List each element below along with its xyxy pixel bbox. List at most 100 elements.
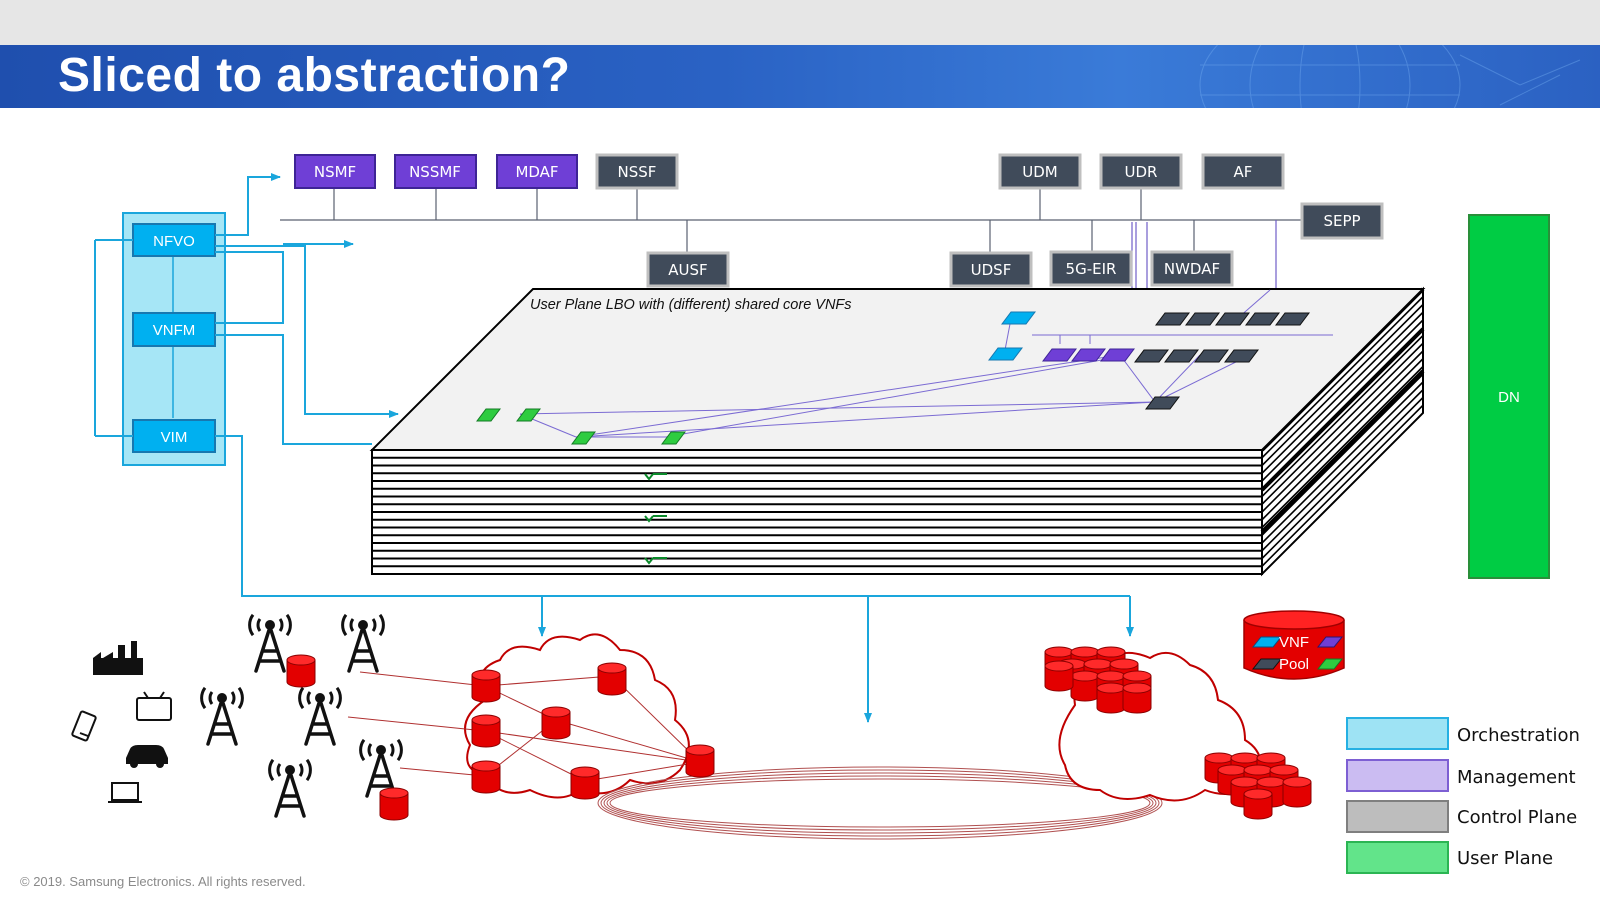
- laptop-icon: [108, 782, 142, 803]
- legend-control-plane: Control Plane: [1346, 800, 1577, 833]
- ausf-label: AUSF: [668, 261, 707, 279]
- slice-links: [519, 289, 1333, 438]
- towers-group: [200, 613, 403, 818]
- slice-layer-edge: [1261, 373, 1424, 536]
- slice-layer-edge: [1261, 296, 1424, 459]
- vnf-management-a: [1042, 348, 1077, 362]
- legend-management: Management: [1346, 759, 1576, 792]
- database-cylinders: [286, 646, 1312, 821]
- slice-layer-edge: [1261, 365, 1424, 529]
- database-cylinder-icon: [471, 669, 501, 703]
- database-cylinder-icon: [379, 787, 409, 821]
- page-title: Sliced to abstraction?: [58, 49, 571, 102]
- slice-top-plane: [369, 288, 1426, 451]
- slice-layer-edge: [1261, 303, 1424, 467]
- af-box[interactable]: AF: [1201, 153, 1285, 190]
- slice-layer-edge: [1261, 396, 1424, 560]
- cell-tower-icon: [200, 686, 244, 746]
- legend-label-control-plane: Control Plane: [1457, 807, 1577, 828]
- 5g-eir-box[interactable]: 5G-EIR: [1049, 250, 1133, 287]
- slice-group-edge: [1260, 369, 1425, 534]
- service-bus: [280, 188, 1302, 253]
- stack-caption: User Plane LBO with (different) shared c…: [530, 297, 852, 313]
- udm-label: UDM: [1022, 163, 1057, 181]
- top-bar: [0, 0, 1600, 45]
- udr-label: UDR: [1125, 163, 1158, 181]
- vnf-pool-line2: Pool: [1279, 656, 1309, 673]
- cell-tower-icon: [248, 613, 292, 673]
- ausf-box[interactable]: AUSF: [646, 251, 730, 288]
- udsf-label: UDSF: [971, 261, 1012, 279]
- devices-group: [71, 641, 172, 803]
- slice-layer-edge: [1261, 404, 1424, 567]
- vim-box[interactable]: VIM: [132, 419, 216, 453]
- slice-layer-edge: [1261, 358, 1424, 521]
- database-cylinder-icon: [286, 654, 316, 688]
- cell-tower-icon: [341, 613, 385, 673]
- nssf-label: NSSF: [618, 163, 657, 181]
- slice-user-plane-mark: [644, 473, 667, 481]
- legend-orchestration: Orchestration: [1346, 717, 1580, 750]
- database-cylinder-icon: [1044, 660, 1074, 692]
- nsmf-label: NSMF: [314, 163, 356, 181]
- database-cylinder-icon: [1096, 682, 1126, 714]
- slice-user-plane-mark: [644, 557, 667, 565]
- slice-stack: User Plane LBO with (different) shared c…: [369, 286, 1426, 577]
- nssmf-box[interactable]: NSSMF: [394, 154, 477, 189]
- udm-box[interactable]: UDM: [998, 153, 1082, 190]
- database-cylinder-icon: [570, 766, 600, 800]
- tv-icon: [136, 691, 172, 721]
- slice-layer-edge: [1261, 334, 1424, 498]
- transport-ring: [597, 766, 1163, 840]
- slice-layer-edge: [1261, 381, 1424, 544]
- vnf-orchestration-b: [988, 347, 1023, 361]
- cell-tower-icon: [359, 738, 403, 798]
- nwdaf-box[interactable]: NWDAF: [1150, 250, 1234, 287]
- legend-label-user-plane: User Plane: [1457, 848, 1553, 869]
- database-cylinder-icon: [1122, 682, 1152, 714]
- nsmf-box[interactable]: NSMF: [294, 154, 376, 189]
- cell-tower-icon: [298, 686, 342, 746]
- title-banner: [0, 45, 1600, 108]
- database-cylinder-icon: [1243, 788, 1273, 820]
- nssf-box[interactable]: NSSF: [595, 153, 679, 190]
- nssmf-label: NSSMF: [409, 163, 461, 181]
- vnf-pool-line1: VNF: [1279, 634, 1309, 651]
- vim-label: VIM: [161, 429, 188, 446]
- legend-user-plane: User Plane: [1346, 841, 1553, 874]
- slice-layer-edge: [1261, 342, 1424, 505]
- dn-label: DN: [1498, 389, 1520, 406]
- database-cylinder-icon: [471, 760, 501, 794]
- slice-group-edge: [1260, 327, 1425, 492]
- slice-layer-edge: [1261, 389, 1424, 552]
- 5g-eir-label: 5G-EIR: [1066, 260, 1117, 278]
- vnfm-box[interactable]: VNFM: [132, 312, 216, 347]
- factory-icon: [93, 641, 143, 675]
- slice-layer-edge: [1261, 311, 1424, 474]
- udsf-box[interactable]: UDSF: [949, 251, 1033, 288]
- database-cylinder-icon: [541, 706, 571, 740]
- database-cylinder-icon: [685, 744, 715, 778]
- sepp-box[interactable]: SEPP: [1300, 202, 1384, 240]
- legend: Orchestration Management Control Plane U…: [1346, 717, 1580, 874]
- legend-label-management: Management: [1457, 767, 1576, 788]
- slice-user-plane-mark: [644, 515, 667, 523]
- vnfm-label: VNFM: [153, 322, 196, 339]
- nfvo-box[interactable]: NFVO: [132, 223, 216, 257]
- legend-label-orchestration: Orchestration: [1457, 725, 1580, 746]
- nwdaf-label: NWDAF: [1164, 260, 1220, 278]
- vnf-orchestration-a: [1001, 311, 1036, 325]
- database-cylinder-icon: [1282, 776, 1312, 808]
- vnf-management-c: [1100, 348, 1135, 362]
- vnf-user-plane-group: [476, 408, 686, 445]
- mdaf-box[interactable]: MDAF: [496, 154, 578, 189]
- udr-box[interactable]: UDR: [1099, 153, 1183, 190]
- dn-box[interactable]: DN: [1468, 214, 1550, 579]
- orchestration-group: NFVO VNFM VIM: [122, 212, 226, 466]
- vnf-control-group: [1134, 312, 1310, 410]
- orchestration-arrows: [94, 173, 1134, 723]
- mobile-phone-icon: [71, 710, 97, 742]
- database-cylinder-icon: [471, 714, 501, 748]
- database-cylinder-icon: [597, 662, 627, 696]
